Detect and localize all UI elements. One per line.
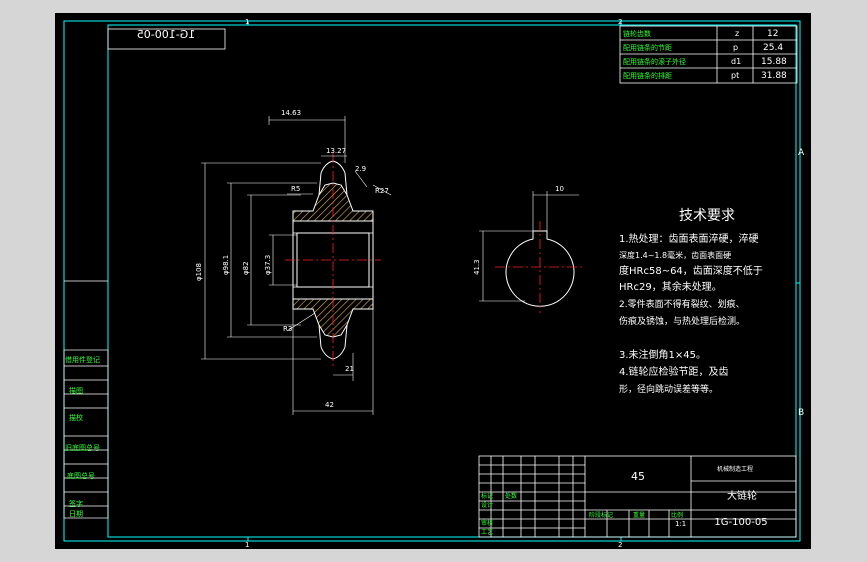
param-name-1: 链轮齿数 xyxy=(623,29,651,38)
mirror-number-group: 1G-100-05 xyxy=(137,28,195,41)
material: 45 xyxy=(631,470,645,483)
zone-right-a: A xyxy=(798,148,805,158)
weight-label: 重量 xyxy=(633,511,645,519)
dim-radius-3: R3 xyxy=(283,325,292,333)
tech-line-5: 2.零件表面不得有裂纹、划痕、 xyxy=(619,298,745,310)
param-name-4: 配用链条的排距 xyxy=(623,71,672,80)
dim-bore-dia: φ37.3 xyxy=(264,255,272,275)
mirror-drawing-number: 1G-100-05 xyxy=(137,28,195,41)
keyway-bore xyxy=(505,230,575,307)
param-value-3: 15.88 xyxy=(761,57,787,67)
tb-row-label-2: 处数 xyxy=(505,492,517,500)
dim-top-width: 14.63 xyxy=(281,109,301,117)
company: 机械制造工程 xyxy=(717,465,753,473)
param-symbol-2: p xyxy=(733,43,738,52)
params-table xyxy=(619,25,798,84)
dim-keyway-width: 10 xyxy=(555,185,564,193)
cad-drawing: 1 2 1 2 A B 1G-100-05 链轮齿数 z 12 配用链条的节距 … xyxy=(63,18,805,549)
tech-line-6: 伤痕及锈蚀，与热处理后检测。 xyxy=(619,315,745,327)
dim-radius-27: R27 xyxy=(375,187,389,195)
param-value-1: 12 xyxy=(767,29,778,39)
section-view xyxy=(285,153,381,369)
param-value-4: 31.88 xyxy=(761,71,787,81)
param-name-2: 配用链条的节距 xyxy=(623,43,672,52)
dim-tooth-gap: 13.27 xyxy=(326,147,346,155)
strip-label-6: 签字 xyxy=(69,499,83,508)
scale-value: 1:1 xyxy=(675,520,686,528)
strip-label-2: 描图 xyxy=(69,386,83,395)
section-dimensions xyxy=(201,116,392,415)
tech-line-8: 4.链轮应检验节距，及齿 xyxy=(619,365,729,378)
strip-label-7: 日期 xyxy=(69,510,83,518)
part-name: 大链轮 xyxy=(727,489,757,502)
dim-total-len: 42 xyxy=(325,401,334,409)
mirror-number-box xyxy=(107,28,226,50)
dim-outer-dia: φ108 xyxy=(195,263,203,281)
zone-top-2: 2 xyxy=(618,18,622,26)
strip-label-1: 借用件登记 xyxy=(65,355,100,364)
dim-hub-dia: φ82 xyxy=(242,261,250,275)
drawing-frame xyxy=(63,20,801,542)
tech-line-7: 3.未注倒角1×45。 xyxy=(619,348,706,361)
tb-row-label-5: 工艺 xyxy=(481,528,493,536)
tech-line-9: 形，径向跳动误差等等。 xyxy=(619,383,718,395)
stage-label: 阶段标记 xyxy=(589,511,613,519)
drawing-canvas: 1 2 1 2 A B 1G-100-05 链轮齿数 z 12 配用链条的节距 … xyxy=(55,13,811,549)
tech-title: 技术要求 xyxy=(679,208,735,224)
tb-row-label-3: 设计 xyxy=(481,501,493,509)
dim-hub-len: 21 xyxy=(345,365,354,373)
tech-line-1: 1.热处理：齿面表面淬硬，淬硬 xyxy=(619,232,759,245)
tb-row-label-1: 标记 xyxy=(481,492,493,500)
param-symbol-3: d1 xyxy=(731,57,741,66)
zone-top-1: 1 xyxy=(245,18,249,26)
param-name-3: 配用链条的滚子外径 xyxy=(623,57,686,66)
title-drawing-number: 1G-100-05 xyxy=(714,517,767,528)
tech-requirements: 技术要求 1.热处理：齿面表面淬硬，淬硬 深度1.4~1.8毫米，齿面表面硬 度… xyxy=(619,208,763,395)
title-block xyxy=(478,455,797,538)
left-strip xyxy=(63,280,109,519)
zone-bottom-1: 1 xyxy=(245,541,249,549)
param-symbol-1: z xyxy=(735,29,739,38)
dim-keyway-depth: 41.3 xyxy=(473,259,481,275)
tech-line-4: HRc29，其余未处理。 xyxy=(619,280,722,293)
zone-right-b: B xyxy=(798,408,804,418)
param-value-2: 25.4 xyxy=(763,43,783,53)
tech-line-3: 度HRc58~64，齿面深度不低于 xyxy=(619,264,763,277)
strip-label-3: 描校 xyxy=(69,413,83,422)
tech-line-2: 深度1.4~1.8毫米，齿面表面硬 xyxy=(619,250,731,260)
zone-bottom-2: 2 xyxy=(618,541,622,549)
dim-chamfer: 2.9 xyxy=(355,165,366,173)
param-symbol-4: pt xyxy=(731,71,739,80)
scale-label: 比例 xyxy=(671,511,683,519)
strip-label-5: 底图总号 xyxy=(67,471,95,480)
dim-radius-5: R5 xyxy=(291,185,300,193)
end-view xyxy=(479,191,585,313)
tb-row-label-4: 审核 xyxy=(481,519,493,527)
strip-label-4: 旧底图总号 xyxy=(65,443,100,452)
dim-root-dia: φ98.1 xyxy=(222,255,230,275)
